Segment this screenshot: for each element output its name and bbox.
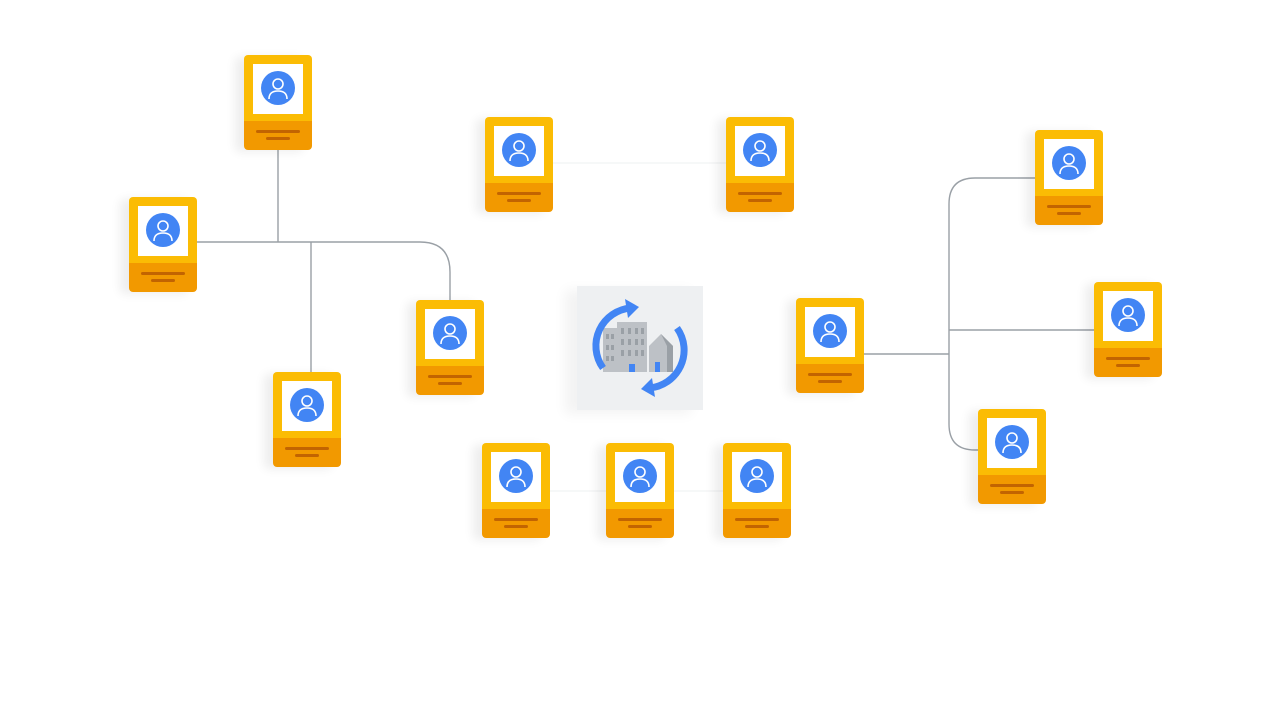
person-icon	[261, 71, 295, 105]
person-card-12	[1094, 282, 1162, 377]
card-photo	[491, 452, 541, 502]
person-icon	[813, 314, 847, 348]
card-text-bar	[1116, 364, 1140, 367]
card-text-bar	[295, 454, 319, 457]
person-card-6	[726, 117, 794, 212]
person-card-11	[1035, 130, 1103, 225]
card-bottom	[1035, 196, 1103, 225]
card-photo	[253, 64, 303, 114]
card-text-bar	[618, 518, 662, 521]
card-bottom	[129, 263, 197, 292]
card-text-bar	[266, 137, 290, 140]
card-text-bar	[507, 199, 531, 202]
card-bottom	[978, 475, 1046, 504]
card-text-bar	[151, 279, 175, 282]
card-photo	[425, 309, 475, 359]
card-text-bar	[738, 192, 782, 195]
card-photo	[805, 307, 855, 357]
card-photo	[735, 126, 785, 176]
card-text-bar	[141, 272, 185, 275]
card-bottom	[606, 509, 674, 538]
person-icon	[146, 213, 180, 247]
person-icon	[743, 133, 777, 167]
person-icon	[1052, 146, 1086, 180]
person-card-3	[273, 372, 341, 467]
card-photo	[494, 126, 544, 176]
person-card-2	[129, 197, 197, 292]
person-icon	[1111, 298, 1145, 332]
card-bottom	[273, 438, 341, 467]
card-photo	[732, 452, 782, 502]
connector-right-spine	[948, 177, 1037, 451]
person-card-13	[978, 409, 1046, 504]
card-text-bar	[504, 525, 528, 528]
person-card-8	[606, 443, 674, 538]
card-bottom	[796, 364, 864, 393]
card-bottom	[244, 121, 312, 150]
card-bottom	[723, 509, 791, 538]
person-icon	[290, 388, 324, 422]
card-text-bar	[438, 382, 462, 385]
person-card-5	[485, 117, 553, 212]
person-card-7	[482, 443, 550, 538]
building-sync-hub	[577, 286, 703, 410]
card-bottom	[416, 366, 484, 395]
card-text-bar	[1000, 491, 1024, 494]
card-text-bar	[990, 484, 1034, 487]
card-photo	[138, 206, 188, 256]
card-photo	[282, 381, 332, 431]
card-bottom	[485, 183, 553, 212]
person-icon	[499, 459, 533, 493]
card-text-bar	[256, 130, 300, 133]
card-bottom	[482, 509, 550, 538]
card-photo	[1044, 139, 1094, 189]
person-icon	[502, 133, 536, 167]
person-icon	[623, 459, 657, 493]
person-card-1	[244, 55, 312, 150]
person-card-9	[723, 443, 791, 538]
card-text-bar	[285, 447, 329, 450]
card-text-bar	[628, 525, 652, 528]
card-text-bar	[428, 375, 472, 378]
card-text-bar	[745, 525, 769, 528]
card-text-bar	[1047, 205, 1091, 208]
card-text-bar	[818, 380, 842, 383]
person-card-10	[796, 298, 864, 393]
card-photo	[1103, 291, 1153, 341]
card-text-bar	[808, 373, 852, 376]
card-bottom	[1094, 348, 1162, 377]
card-text-bar	[1057, 212, 1081, 215]
person-icon	[995, 425, 1029, 459]
card-text-bar	[735, 518, 779, 521]
card-photo	[615, 452, 665, 502]
building-sync-icon	[592, 299, 688, 397]
card-photo	[987, 418, 1037, 468]
card-text-bar	[1106, 357, 1150, 360]
card-text-bar	[497, 192, 541, 195]
connector-left-branch	[196, 241, 451, 302]
person-card-4	[416, 300, 484, 395]
card-bottom	[726, 183, 794, 212]
card-text-bar	[748, 199, 772, 202]
person-icon	[740, 459, 774, 493]
card-text-bar	[494, 518, 538, 521]
person-icon	[433, 316, 467, 350]
